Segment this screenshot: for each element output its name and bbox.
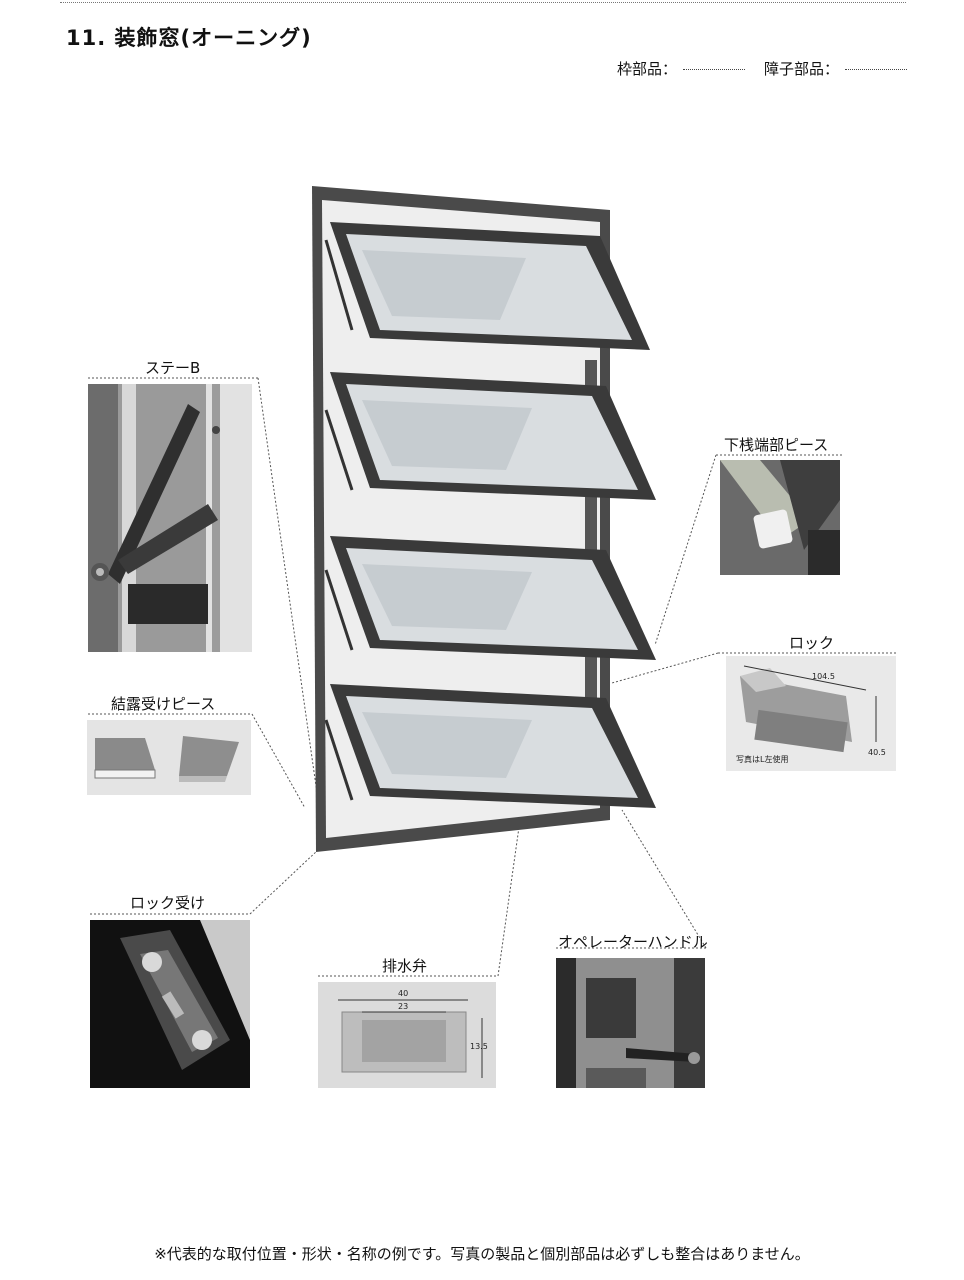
shoji-parts-blank — [845, 69, 908, 70]
awning-window-illustration — [312, 186, 656, 852]
stay-b-label: ステーB — [145, 359, 201, 377]
frame-parts-field: 枠部品： — [617, 58, 746, 79]
condensation-catch-piece-photo — [87, 720, 251, 795]
drain-valve-label: 排水弁 — [382, 957, 428, 975]
lock-photo: 104.5 40.5 写真はL左使用 — [726, 656, 896, 771]
drain-valve-photo: 40 23 13.5 — [318, 982, 496, 1088]
drain-width-inner-dimension: 23 — [398, 1002, 409, 1011]
lock-label: ロック — [789, 634, 835, 652]
frame-parts-label: 枠部品： — [617, 60, 678, 78]
shoji-parts-field: 障子部品： — [764, 58, 908, 79]
page-title: 11. 装飾窓(オーニング) — [66, 26, 312, 50]
drain-height-dimension: 13.5 — [470, 1042, 488, 1051]
drain-width-outer-dimension: 40 — [398, 989, 409, 998]
bottom-rail-end-piece-photo — [720, 460, 840, 575]
footer-note: ※代表的な取付位置・形状・名称の例です。写真の製品と個別部品は必ずしも整合はあり… — [154, 1245, 810, 1263]
stay-b-photo — [88, 384, 252, 652]
frame-parts-blank — [683, 69, 746, 70]
lock-height-dimension: 40.5 — [868, 748, 886, 757]
shoji-parts-label: 障子部品： — [764, 60, 840, 78]
bottom-rail-end-piece-label: 下桟端部ピース — [724, 436, 829, 454]
operator-handle-label: オペレーターハンドル — [558, 933, 708, 951]
lock-photo-note: 写真はL左使用 — [736, 755, 789, 764]
operator-handle-photo — [556, 958, 705, 1088]
lock-receiver-photo — [90, 920, 250, 1088]
condensation-catch-piece-label: 結露受けピース — [111, 695, 216, 713]
top-dotted-rule — [60, 2, 906, 3]
lock-receiver-label: ロック受け — [130, 894, 206, 912]
lock-width-dimension: 104.5 — [812, 672, 835, 681]
